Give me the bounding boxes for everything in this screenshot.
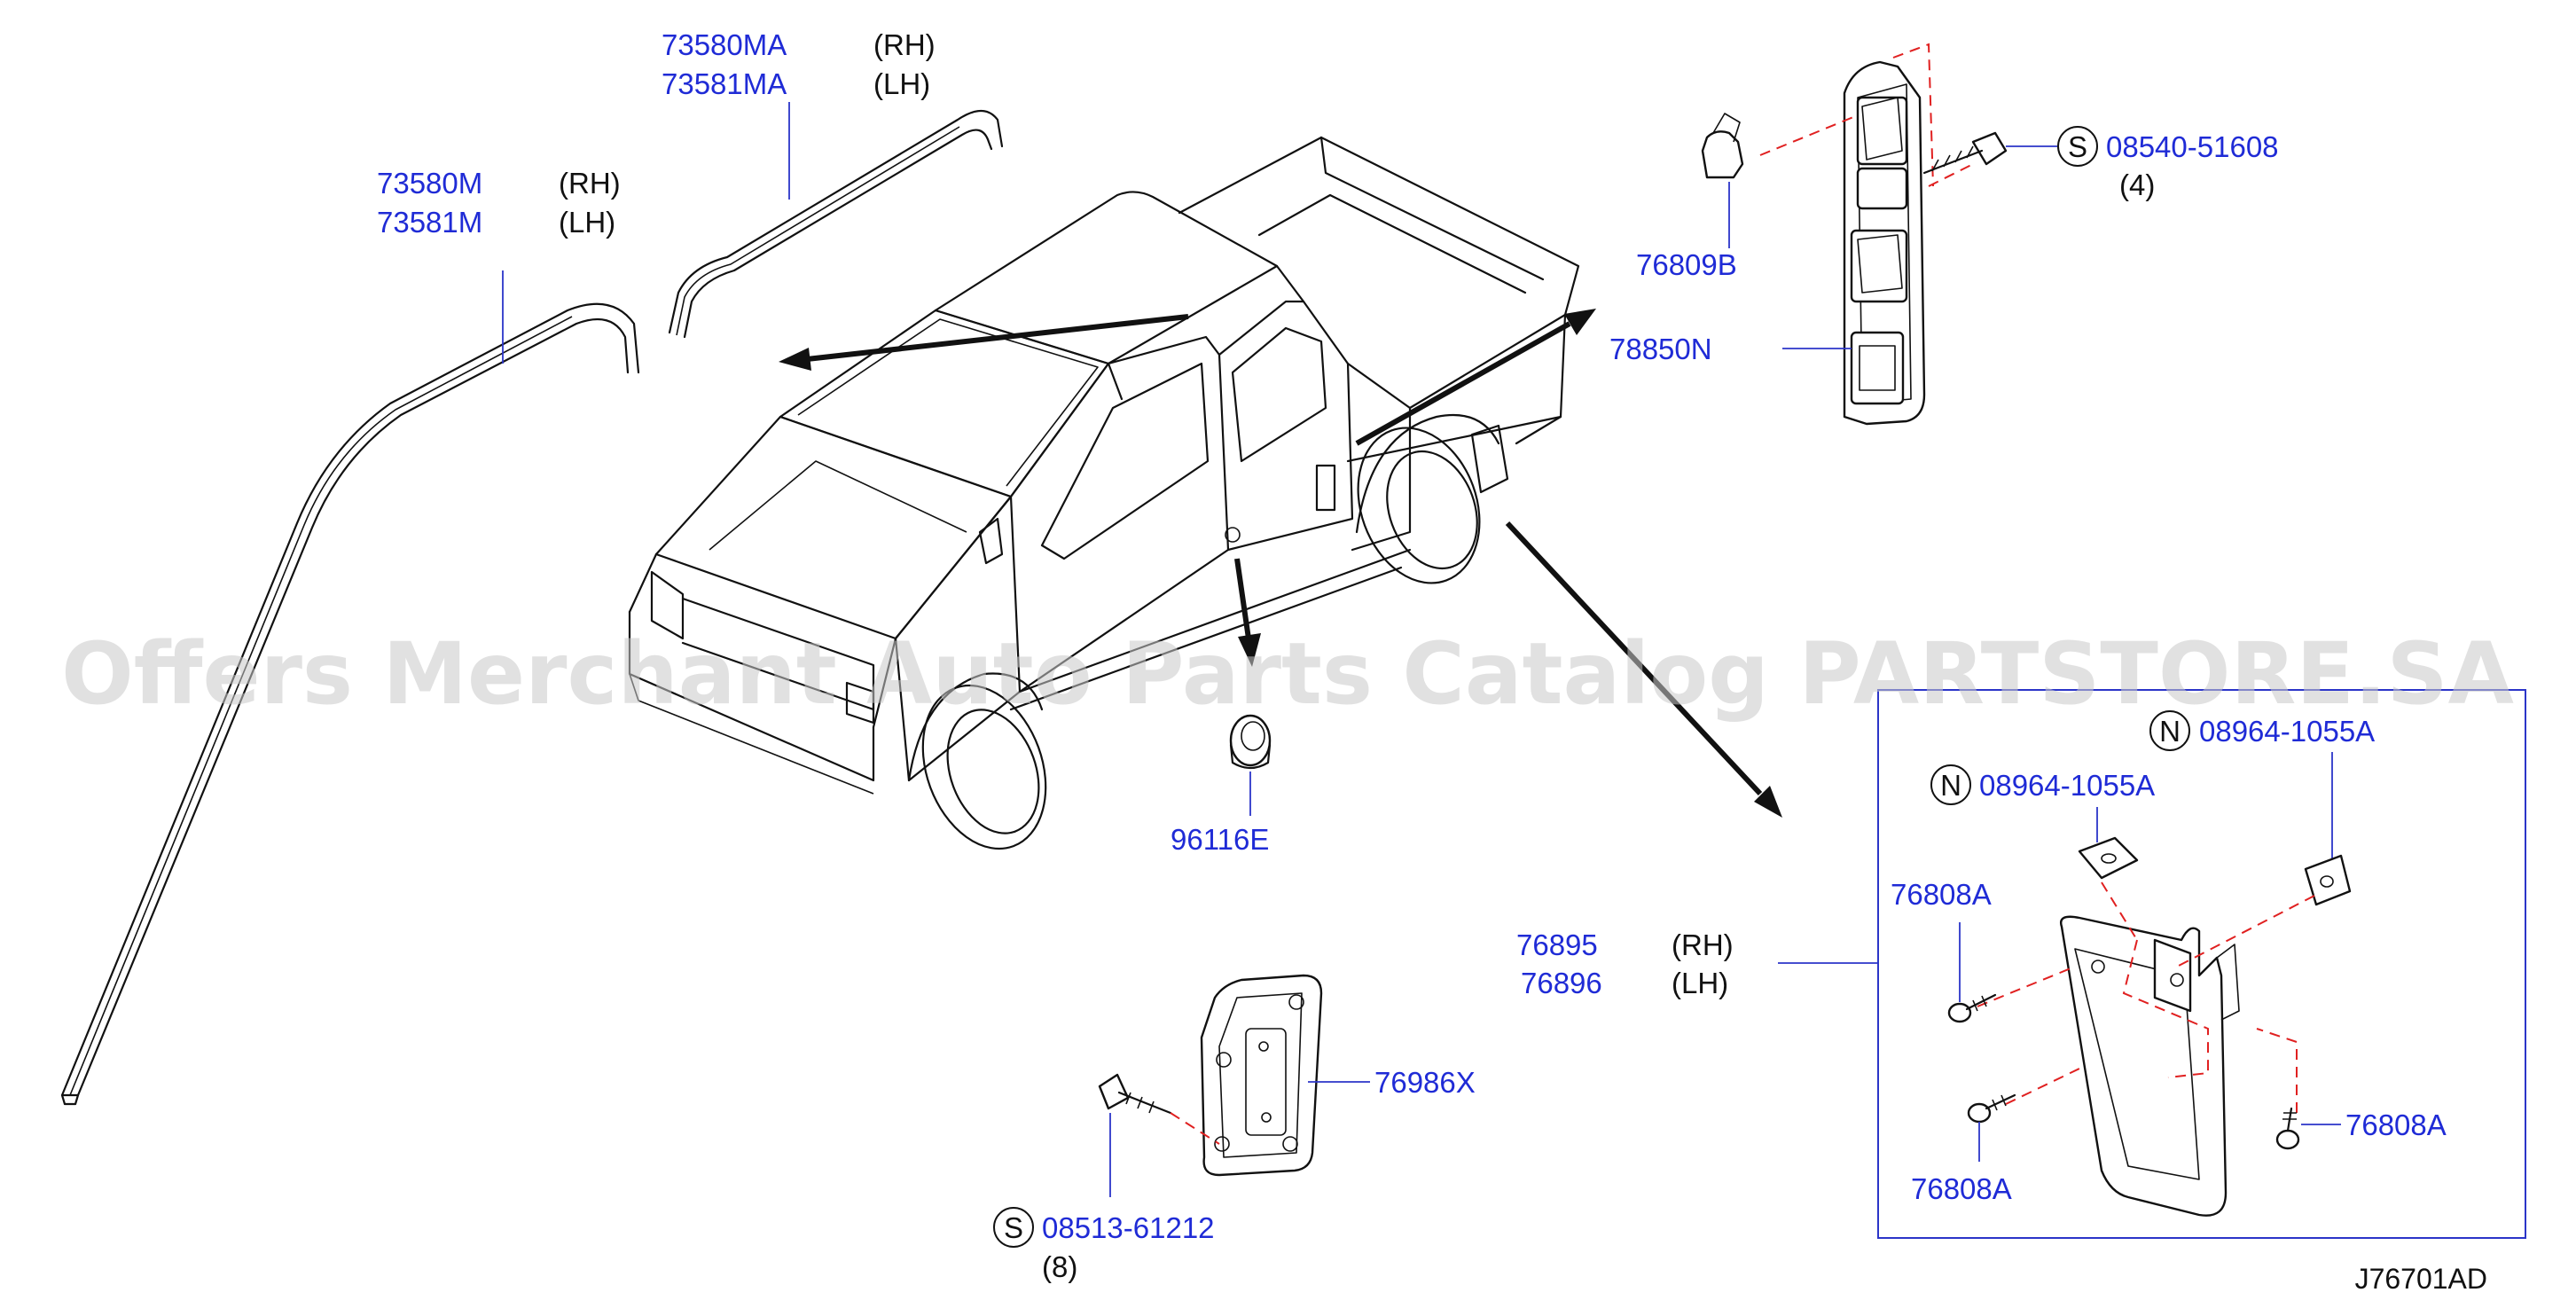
s-symbol-1-label: S [2068,130,2087,163]
roof-molding-short[interactable] [668,109,1004,339]
label-73580M: 73580M [377,167,482,200]
watermark: Offers Merchant Auto Parts Catalog PARTS… [61,624,2514,724]
label-96116E: 96116E [1171,823,1269,856]
speed-nut-right[interactable] [2304,854,2352,906]
n-symbol-2-label: N [1940,769,1961,802]
n-symbol-1 [2149,710,2190,751]
pickup-truck-illustration [628,136,1580,850]
label-76808A-3: 76808A [2345,1108,2447,1141]
label-08540-qty: (4) [2119,168,2155,201]
label-76808A-1: 76808A [1891,878,1992,911]
bed-side-protector[interactable] [1843,60,1926,426]
label-08513: 08513-61212 [1042,1211,1215,1244]
grommet-96116E[interactable] [1229,714,1272,770]
speed-nut-left[interactable] [2078,836,2139,880]
plate-76986X[interactable] [1200,974,1323,1177]
screw-08540[interactable] [1922,131,2008,175]
label-76896: 76896 [1521,967,1602,999]
roof-molding-long[interactable] [60,302,640,1106]
screw-76808A-3[interactable] [2275,1107,2300,1150]
n-symbol-2 [1930,764,1971,805]
label-08964-a: 08964-1055A [2199,715,2375,748]
mudflap-76895[interactable] [2060,915,2240,1217]
label-76808A-2: 76808A [1911,1172,2012,1205]
screw-76808A-1[interactable] [1947,993,1997,1023]
label-76986X: 76986X [1374,1066,1476,1099]
arrow-to-grommet [1234,558,1261,667]
clip-76809B[interactable] [1701,113,1744,179]
arrow-to-roof-molding [779,314,1189,371]
arrow-to-bed-protector [1355,309,1596,446]
label-73581M: 73581M [377,206,482,239]
label-73580MA: 73580MA [662,28,787,61]
n-symbol-1-label: N [2159,715,2181,748]
arrow-to-mudflap [1505,521,1782,818]
screw-76808A-2[interactable] [1967,1093,2016,1124]
mudflap-detail-box [1877,689,2526,1239]
s-symbol-2-label: S [1004,1211,1023,1244]
label-08964-b: 08964-1055A [1979,769,2155,802]
label-73581MA: 73581MA [662,67,787,100]
s-symbol-1 [2057,126,2098,167]
s-symbol-2 [993,1207,1034,1248]
label-73581MA-side: (LH) [873,67,930,100]
label-76895-side: (RH) [1672,928,1734,961]
label-08513-qty: (8) [1042,1250,1077,1283]
label-73580M-side: (RH) [559,167,621,200]
label-78850N: 78850N [1609,333,1712,365]
label-76809B: 76809B [1636,248,1737,281]
label-73581M-side: (LH) [559,206,615,239]
label-76896-side: (LH) [1672,967,1728,999]
diagram-id: J76701AD [2355,1263,2487,1295]
label-08540: 08540-51608 [2106,130,2279,163]
label-76895: 76895 [1516,928,1598,961]
bolt-08513[interactable] [1098,1073,1172,1115]
label-73580MA-side: (RH) [873,28,936,61]
